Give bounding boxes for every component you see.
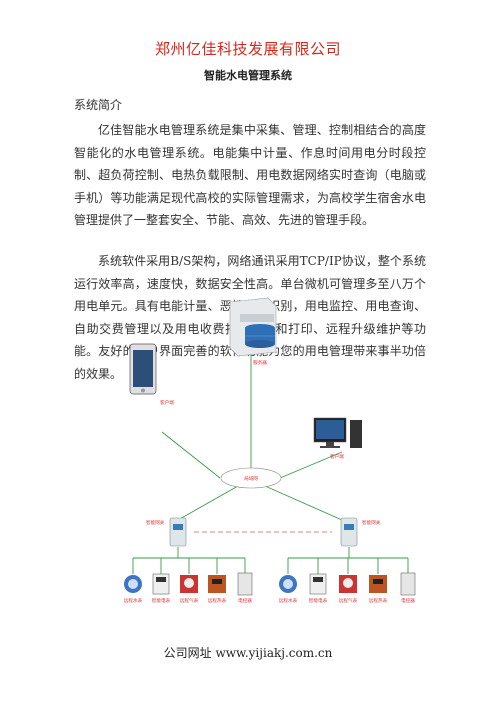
network-label: 局域网 [244,475,258,482]
desktop-computer-icon [313,417,362,448]
company-name: 郑州亿佳科技发展有限公司 [154,40,341,58]
phone-label: 客户端 [160,399,174,406]
intro-paragraph-1: 亿佳智能水电管理系统是集中采集、管理、控制相结合的高度智能化的水电管理系统。电能… [74,123,426,227]
device-label: 电控器 [401,597,415,604]
server-label: 服务器 [253,359,267,366]
water-meter-icon-right [279,575,297,593]
device-label: 智能电表 [152,597,171,604]
device-label: 远程热表 [369,597,388,604]
controller-icon-right [400,572,416,596]
server-icon [229,297,277,357]
pc-label: 客户端 [330,453,344,460]
device-label: 智能电表 [309,597,328,604]
system-architecture-diagram: 服务器 客户端 客户端 局域网 智能网关 智能网关 远程水表 智能电表 远程气表… [124,297,416,604]
controller-icon-left [237,572,253,596]
device-label: 电控器 [238,597,252,604]
gateway-right-icon [340,517,358,547]
heat-meter-icon-left [208,575,226,593]
heat-meter-icon-right [369,575,387,593]
section-heading: 系统简介 [74,98,123,112]
water-meter-icon-left [124,575,142,593]
electric-meter-icon-left [152,573,170,595]
company-website[interactable]: 公司网址 www.yijiakj.com.cn [163,646,333,660]
device-label: 远程气表 [180,597,199,604]
gateway-left-icon [169,517,187,547]
device-label: 远程水表 [124,597,143,604]
document-subtitle: 智能水电管理系统 [204,69,292,82]
network-cloud-icon [220,467,282,489]
device-label: 远程气表 [339,597,358,604]
gas-meter-icon-right [339,575,357,593]
gateway-right-label: 智能网关 [362,519,381,526]
electric-meter-icon-right [309,573,327,595]
device-label: 远程热表 [208,597,227,604]
gateway-left-label: 智能网关 [146,519,165,526]
gas-meter-icon-left [180,575,198,593]
smartphone-icon [129,343,157,395]
device-label: 远程水表 [279,597,298,604]
